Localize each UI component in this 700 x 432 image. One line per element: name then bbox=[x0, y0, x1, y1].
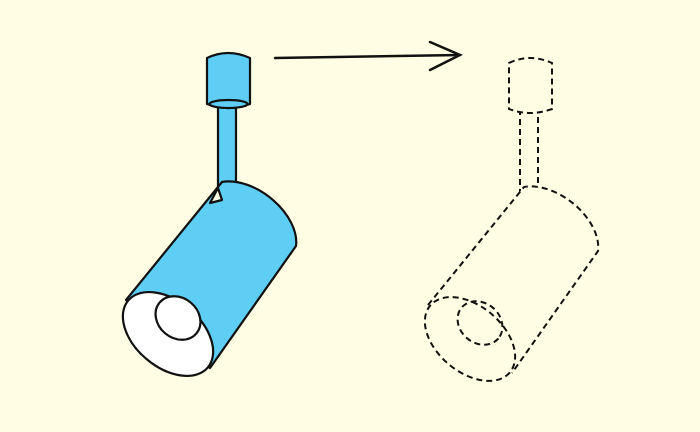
arrow-right-icon bbox=[273, 40, 463, 72]
dashed-reflector bbox=[456, 300, 504, 346]
dashed-body bbox=[427, 185, 600, 374]
lamp-cap-bottom bbox=[208, 98, 249, 110]
track-spotlight-icon bbox=[121, 51, 298, 378]
dashed-opening bbox=[423, 296, 517, 382]
lamp-stem-notch bbox=[208, 186, 224, 205]
lamp-reflector bbox=[154, 295, 202, 341]
dashed-stem bbox=[519, 104, 539, 198]
dashed-cap bbox=[508, 57, 553, 114]
dashed-spotlight-outline-icon bbox=[423, 57, 600, 382]
